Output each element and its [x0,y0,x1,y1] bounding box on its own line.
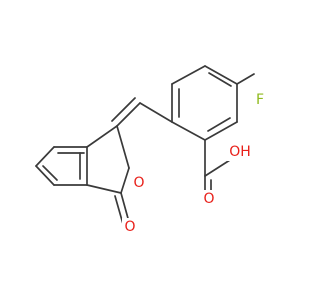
acid-carbonyl-oxygen-label: O [203,191,214,207]
atom-label-acid-carbonyl: O [201,190,217,208]
hydroxyl-label: OH [229,144,251,160]
molecule-drawing: F OH O O O [35,65,267,236]
fused-benzene-ring [35,146,88,186]
lactone-ring [86,125,130,225]
structure-canvas: F OH O O O [35,65,267,236]
ring-oxygen-label: O [133,175,144,191]
atom-label-ring-oxygen: O [131,174,147,192]
atom-label-hydroxyl: OH [227,143,253,161]
fluorobenzoic-ring [171,65,238,141]
atom-label-lactone-carbonyl: O [122,218,138,236]
vinyl-linkage [111,97,173,127]
fluorine-label: F [256,92,264,108]
lactone-carbonyl-oxygen-label: O [124,219,135,235]
atom-label-fluorine: F [253,91,267,109]
fluorine-substituent [236,73,255,85]
